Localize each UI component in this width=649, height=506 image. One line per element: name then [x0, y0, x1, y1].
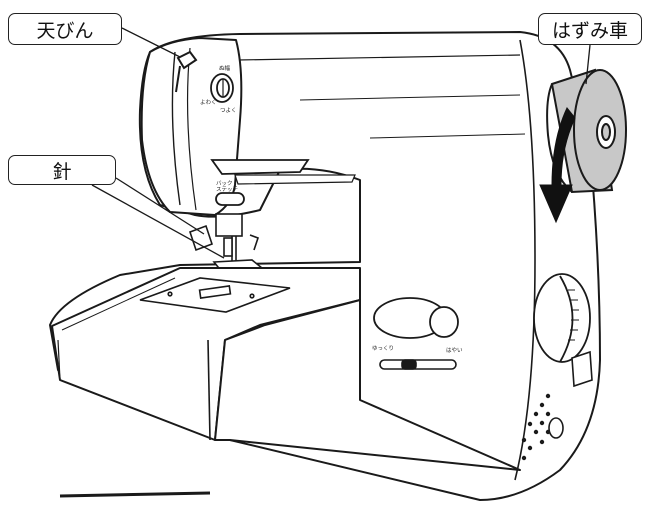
handwheel-callout: はずみ車: [538, 13, 642, 45]
reverse-lever-label-1: バック: [216, 180, 233, 187]
thread-take-up-label: 天びん: [36, 16, 93, 43]
thread-take-up-callout: 天びん: [8, 13, 122, 45]
stitch-dial-left-label: よわく: [200, 99, 217, 106]
speed-slider: [380, 360, 456, 369]
table-edge: [60, 493, 210, 496]
reverse-lever-label-2: ステッチ: [216, 186, 238, 193]
needle-assembly: [190, 214, 262, 272]
handwheel-label: はずみ車: [552, 16, 628, 43]
stitch-dial: [211, 74, 233, 102]
needle-label: 針: [52, 157, 71, 184]
stitch-length-dial: [534, 274, 590, 362]
needle-callout: 針: [8, 155, 116, 185]
stitch-dial-right-label: つよく: [220, 107, 237, 114]
stitch-dial-top-label: ぬ幅: [219, 64, 231, 72]
speed-fast-label: はやい: [446, 346, 463, 354]
speed-slow-label: ゆっくり: [372, 345, 394, 352]
